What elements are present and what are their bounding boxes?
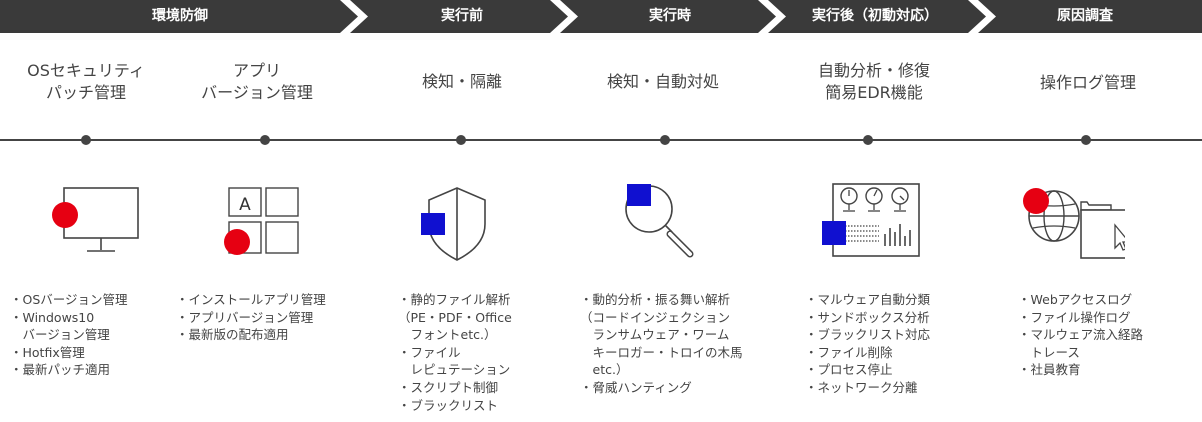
- features-list-root-cause: ・Webアクセスログ ・ファイル操作ログ ・マルウェア流入経路 トレース ・社員…: [1018, 291, 1143, 379]
- list-item: ・マルウェア流入経路 トレース: [1018, 327, 1144, 360]
- stage-chevron-1: [0, 0, 358, 33]
- list-item: ・インストールアプリ管理: [176, 292, 326, 307]
- dashboard-icon: [822, 183, 920, 257]
- app-icon-letter: A: [239, 195, 251, 215]
- timeline-dot: [863, 135, 873, 145]
- list-item: ・動的分析・振る舞い解析 （コードインジェクション ランサムウェア・ワーム キー…: [580, 292, 743, 378]
- list-item: ・最新パッチ適用: [10, 362, 111, 378]
- timeline-dot: [456, 135, 466, 145]
- list-item: ・アプリバージョン管理: [176, 309, 314, 325]
- list-item: ・静的ファイル解析 （PE・PDF・Office フォントetc.）: [398, 292, 512, 343]
- app-grid-icon: A: [224, 187, 299, 255]
- stage-title-root-cause: 原因調査: [1057, 8, 1113, 24]
- list-item: ・社員教育: [1018, 362, 1081, 378]
- features-list-post-execution: ・マルウェア自動分類 ・サンドボックス分析 ・ブラックリスト対応 ・ファイル削除…: [805, 291, 930, 397]
- timeline-line: [0, 139, 1202, 141]
- list-item: ・最新版の配布適用: [176, 327, 289, 343]
- stage-chevron-3: [560, 0, 776, 33]
- list-item: ・プロセス停止: [805, 362, 893, 378]
- monitor-icon: [52, 187, 139, 252]
- stage-chevron-4: [768, 0, 986, 33]
- list-item: ・OSバージョン管理: [10, 292, 128, 307]
- features-list-pre-execution: ・静的ファイル解析 （PE・PDF・Office フォントetc.） ・ファイル…: [398, 291, 512, 414]
- list-item: ・マルウェア自動分類: [805, 292, 931, 307]
- list-item: ・Webアクセスログ: [1018, 292, 1133, 307]
- list-item: ・Hotfix管理: [10, 344, 85, 360]
- list-item: ・ファイル レピュテーション: [398, 344, 511, 378]
- stage-banner: [0, 0, 1202, 33]
- globe-folder-icon: [1023, 188, 1125, 259]
- features-list-runtime: ・動的分析・振る舞い解析 （コードインジェクション ランサムウェア・ワーム キー…: [580, 291, 743, 397]
- list-item: ・Windows10 バージョン管理: [10, 309, 110, 343]
- phase-label-detect-auto-respond: 検知・自動対処: [606, 72, 719, 91]
- stage-title-runtime: 実行時: [649, 8, 691, 24]
- magnifier-icon: [625, 184, 694, 258]
- stage-chevron-5: [978, 0, 1202, 33]
- stage-title-post-execution: 実行後（初動対応）: [812, 8, 938, 24]
- list-item: ・ブラックリスト: [398, 397, 499, 413]
- timeline-dot: [260, 135, 270, 145]
- timeline-dot: [1081, 135, 1091, 145]
- stage-title-pre-execution: 実行前: [441, 8, 483, 24]
- phase-label-detect-isolate: 検知・隔離: [421, 72, 502, 91]
- timeline-dot: [660, 135, 670, 145]
- features-list-app: ・インストールアプリ管理 ・アプリバージョン管理 ・最新版の配布適用: [176, 291, 326, 344]
- phase-label-auto-analysis: 自動分析・修復簡易EDR機能: [817, 61, 930, 102]
- list-item: ・ファイル削除: [805, 344, 893, 360]
- phase-label-app-version: アプリバージョン管理: [201, 61, 313, 102]
- list-item: ・サンドボックス分析: [805, 309, 930, 325]
- list-item: ・ファイル操作ログ: [1018, 309, 1131, 325]
- list-item: ・脅威ハンティング: [580, 379, 692, 395]
- list-item: ・ブラックリスト対応: [805, 327, 931, 343]
- phase-label-operation-log: 操作ログ管理: [1039, 73, 1136, 92]
- stage-chevron-2: [350, 0, 568, 33]
- timeline-dot: [81, 135, 91, 145]
- features-list-os: ・OSバージョン管理 ・Windows10 バージョン管理 ・Hotfix管理 …: [10, 291, 128, 379]
- shield-icon: [421, 187, 486, 261]
- phase-label-os-patch: OSセキュリティパッチ管理: [27, 61, 145, 102]
- list-item: ・スクリプト制御: [398, 379, 499, 395]
- stage-title-environment-defense: 環境防御: [152, 8, 208, 24]
- list-item: ・ネットワーク分離: [805, 379, 918, 395]
